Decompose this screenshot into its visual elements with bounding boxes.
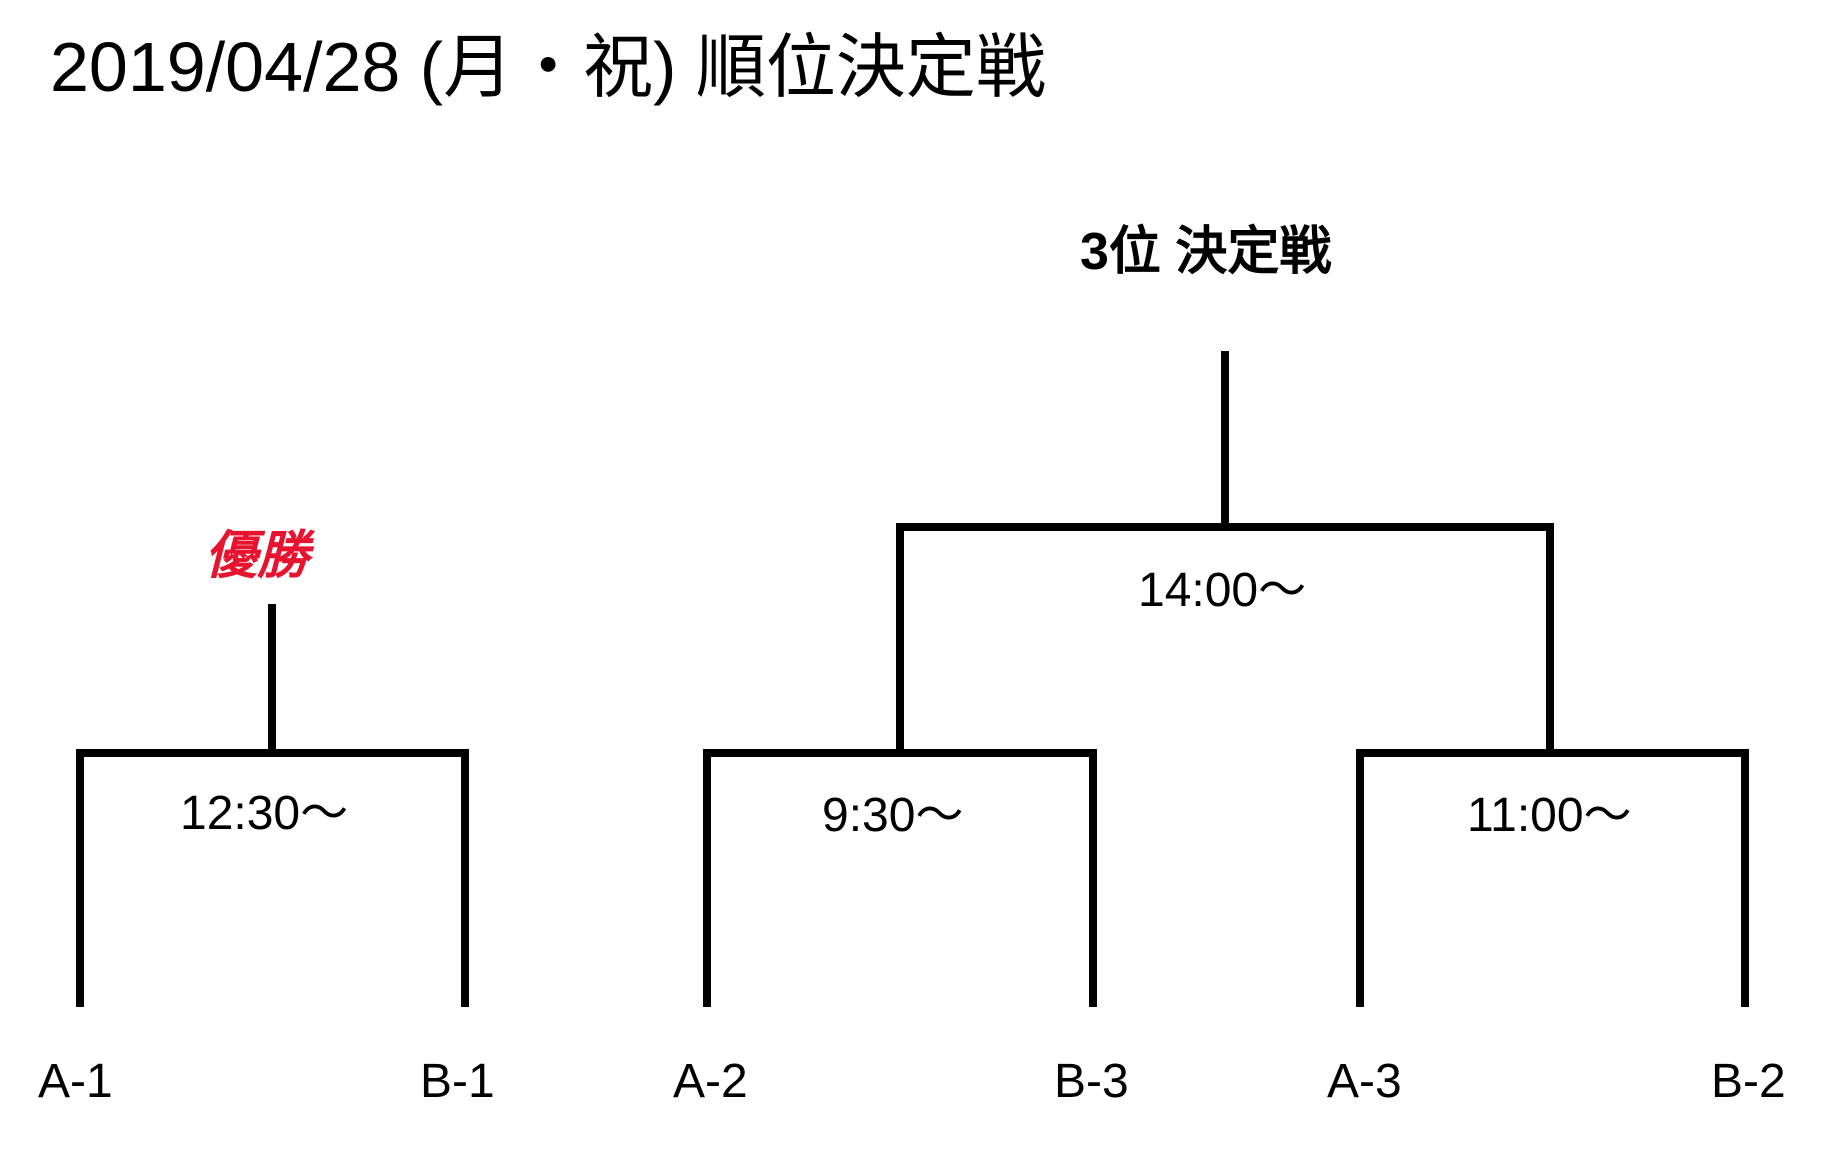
page-title: 2019/04/28 (月・祝) 順位決定戦 — [50, 28, 1046, 106]
final-time: 12:30～ — [180, 787, 349, 840]
team-a1: A-1 — [38, 1055, 113, 1108]
team-a3: A-3 — [1327, 1055, 1402, 1108]
team-b2: B-2 — [1711, 1055, 1786, 1108]
third-place-label: 3位 決定戦 — [1080, 223, 1332, 281]
team-b1: B-1 — [420, 1055, 495, 1108]
semifinal-2-time: 11:00～ — [1467, 789, 1632, 842]
semifinal-1-time: 9:30～ — [822, 789, 964, 842]
champion-label: 優勝 — [205, 527, 310, 585]
team-a2: A-2 — [673, 1055, 748, 1108]
team-b3: B-3 — [1054, 1055, 1129, 1108]
third-place-time: 14:00～ — [1138, 564, 1307, 617]
